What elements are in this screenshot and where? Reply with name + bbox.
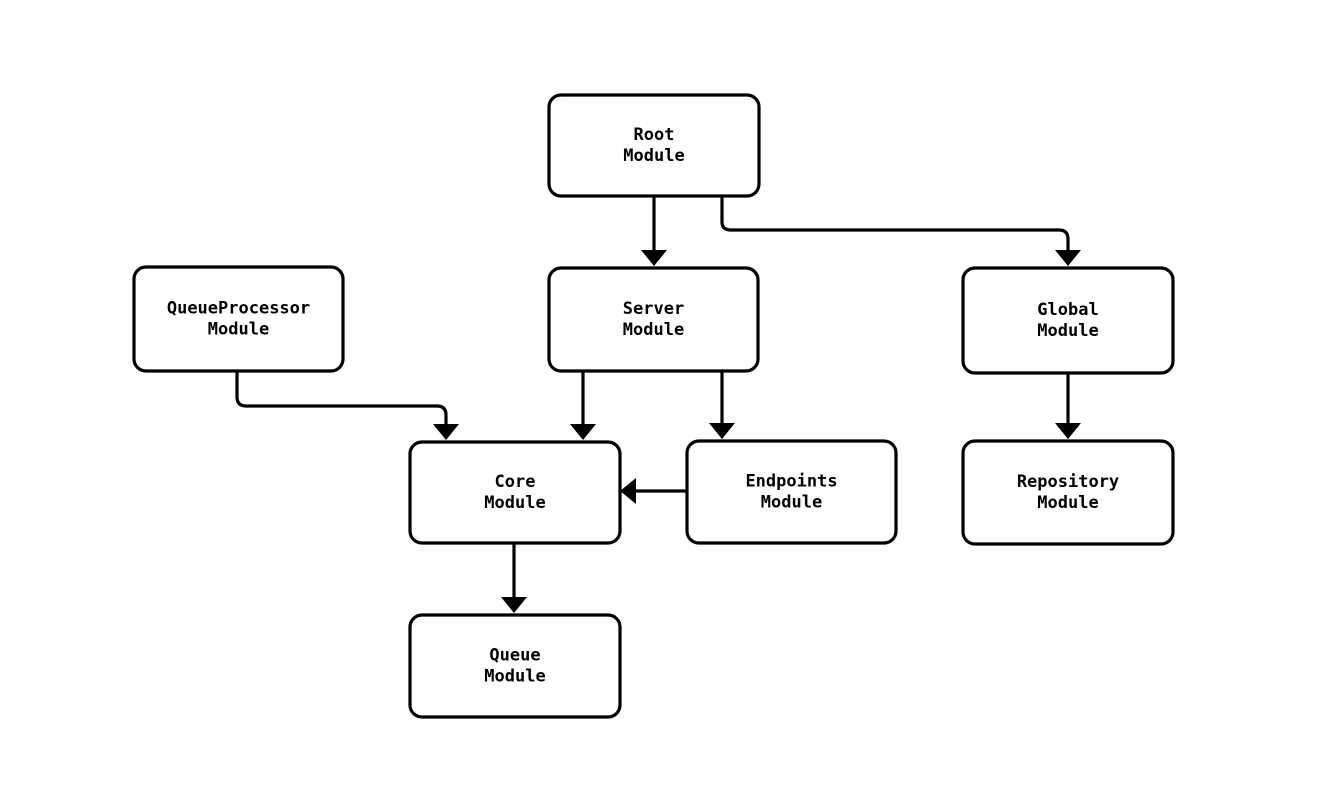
edge-queueprocessor-to-core [235, 371, 459, 440]
arrowhead-icon [501, 597, 527, 613]
node-label-line2: Module [761, 493, 822, 513]
edge-endpoints-to-core [620, 478, 687, 504]
edge-core-to-queue [501, 543, 527, 613]
edge-server-to-core [570, 371, 596, 440]
edge-root-to-global [720, 196, 1081, 266]
node-box[interactable] [961, 266, 1175, 375]
node-box[interactable] [961, 439, 1175, 546]
node-box[interactable] [132, 265, 345, 373]
node-label-line1: Root [634, 125, 675, 145]
arrowhead-icon [1055, 423, 1081, 439]
node-label-line1: Server [623, 299, 684, 319]
node-label-line1: Global [1037, 300, 1098, 320]
node-label-line2: Module [208, 320, 269, 340]
node-label-line2: Module [484, 493, 545, 513]
node-box[interactable] [547, 93, 761, 198]
arrowhead-icon [433, 424, 459, 440]
edge-root-to-server [641, 196, 667, 266]
node-box[interactable] [547, 266, 760, 373]
node-box[interactable] [408, 440, 622, 545]
node-label-line2: Module [623, 320, 684, 340]
node-label-line1: Endpoints [745, 471, 837, 491]
node-label-line1: Queue [489, 645, 540, 665]
node-label-line2: Module [623, 146, 684, 166]
node-box[interactable] [685, 439, 898, 545]
edge-line [235, 371, 448, 426]
arrowhead-icon [1055, 250, 1081, 266]
arrowhead-icon [709, 423, 735, 439]
node-label-line2: Module [1037, 321, 1098, 341]
node-label-line1: QueueProcessor [167, 298, 310, 318]
node-box[interactable] [408, 613, 622, 719]
arrowhead-icon [620, 478, 636, 504]
edge-server-to-endpoints [709, 371, 735, 439]
edge-global-to-repository [1055, 373, 1081, 439]
node-label-line1: Core [495, 472, 536, 492]
edge-line [720, 196, 1070, 252]
arrowhead-icon [570, 424, 596, 440]
node-label-line1: Repository [1017, 472, 1119, 492]
arrowhead-icon [641, 250, 667, 266]
edges-layer [235, 196, 1081, 613]
node-label-line2: Module [484, 667, 545, 687]
node-label-line2: Module [1037, 493, 1098, 513]
